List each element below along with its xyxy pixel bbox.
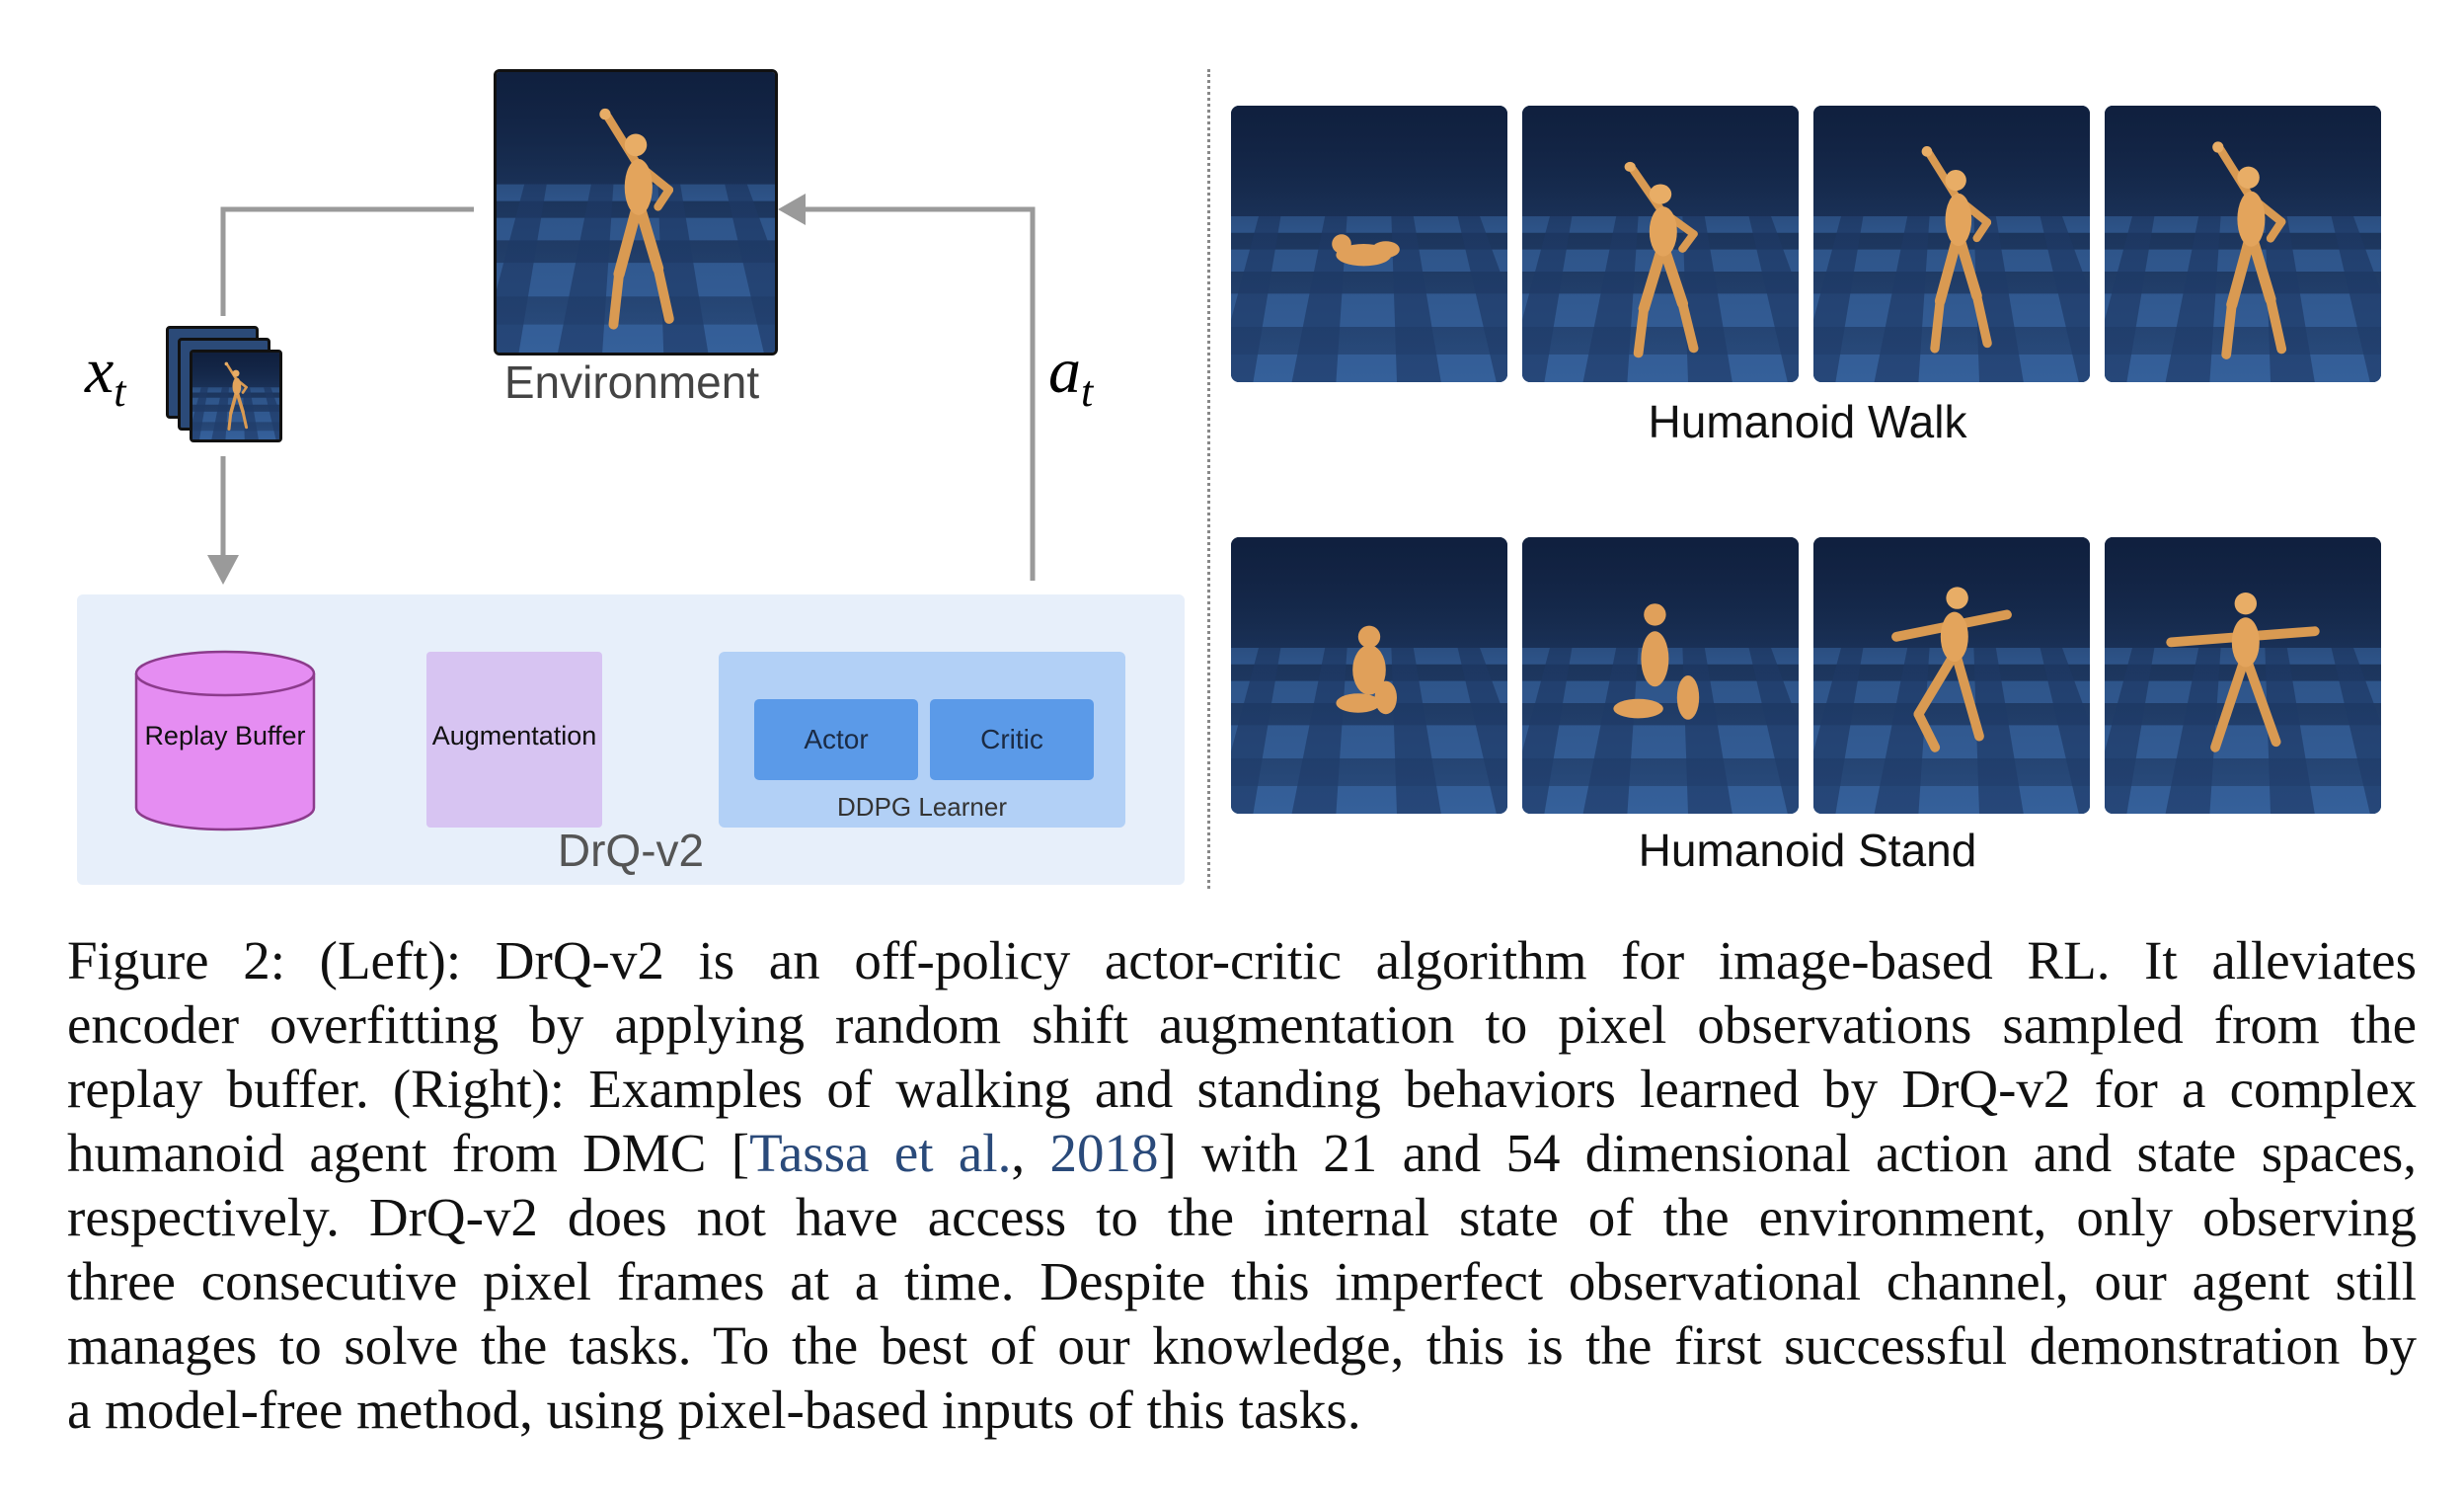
environment-image: [494, 69, 778, 356]
walk-frame-2: [1522, 106, 1799, 382]
stand-frame-4: [2105, 537, 2381, 814]
humanoid-stand-title: Humanoid Stand: [1638, 825, 1977, 876]
action-symbol: at: [1048, 335, 1094, 417]
stand-frame-2: [1522, 537, 1799, 814]
drq-diagram: Environment xt at Replay Buffer Augmenta…: [0, 0, 1224, 909]
augmentation-label: Augmentation: [431, 721, 597, 751]
citation-link-year[interactable]: 2018: [1049, 1123, 1159, 1183]
caption-line-3: replay buffer. (Right): Examples of walk…: [67, 1059, 2417, 1119]
caption-line-7: manages to solve the tasks. To the best …: [67, 1315, 2417, 1376]
obs-frame-front: [190, 350, 282, 442]
caption-line-1: Figure 2: (Left): DrQ-v2 is an off-polic…: [67, 930, 2417, 990]
panel-divider: [1207, 69, 1210, 889]
caption-line-6: three consecutive pixel frames at a time…: [67, 1251, 2417, 1311]
caption-line-2: encoder overfitting by applying random s…: [67, 994, 2417, 1055]
drq-label: DrQ-v2: [557, 825, 705, 876]
humanoid-walk-title: Humanoid Walk: [1648, 396, 1967, 447]
ddpg-learner-label: DDPG Learner: [837, 792, 1007, 822]
replay-buffer-label: Replay Buffer: [144, 721, 306, 751]
stand-frame-3: [1813, 537, 2090, 814]
walk-frame-1: [1231, 106, 1507, 382]
replay-buffer-cylinder: [134, 650, 316, 831]
walk-frame-4: [2105, 106, 2381, 382]
actor-box: Actor: [754, 699, 918, 780]
action-to-env-arrow: [794, 206, 1036, 581]
walk-frame-3: [1813, 106, 2090, 382]
figure-caption: Figure 2: (Left): DrQ-v2 is an off-polic…: [67, 928, 2417, 1442]
stand-frame-1: [1231, 537, 1507, 814]
augmentation-box: [426, 652, 602, 828]
citation-link-author[interactable]: Tassa et al.: [749, 1123, 1012, 1183]
caption-line-8: a model-free method, using pixel-based i…: [67, 1380, 1361, 1440]
env-to-obs-arrow: [220, 206, 474, 316]
environment-label: Environment: [503, 356, 760, 408]
caption-line-5: respectively. DrQ-v2 does not have acces…: [67, 1187, 2417, 1247]
observation-symbol: xt: [85, 335, 126, 417]
caption-line-4: humanoid agent from DMC [Tassa et al., 2…: [67, 1123, 2417, 1183]
arrowhead-down: [207, 555, 239, 585]
critic-box: Critic: [930, 699, 1094, 780]
arrowhead-left: [778, 194, 806, 225]
